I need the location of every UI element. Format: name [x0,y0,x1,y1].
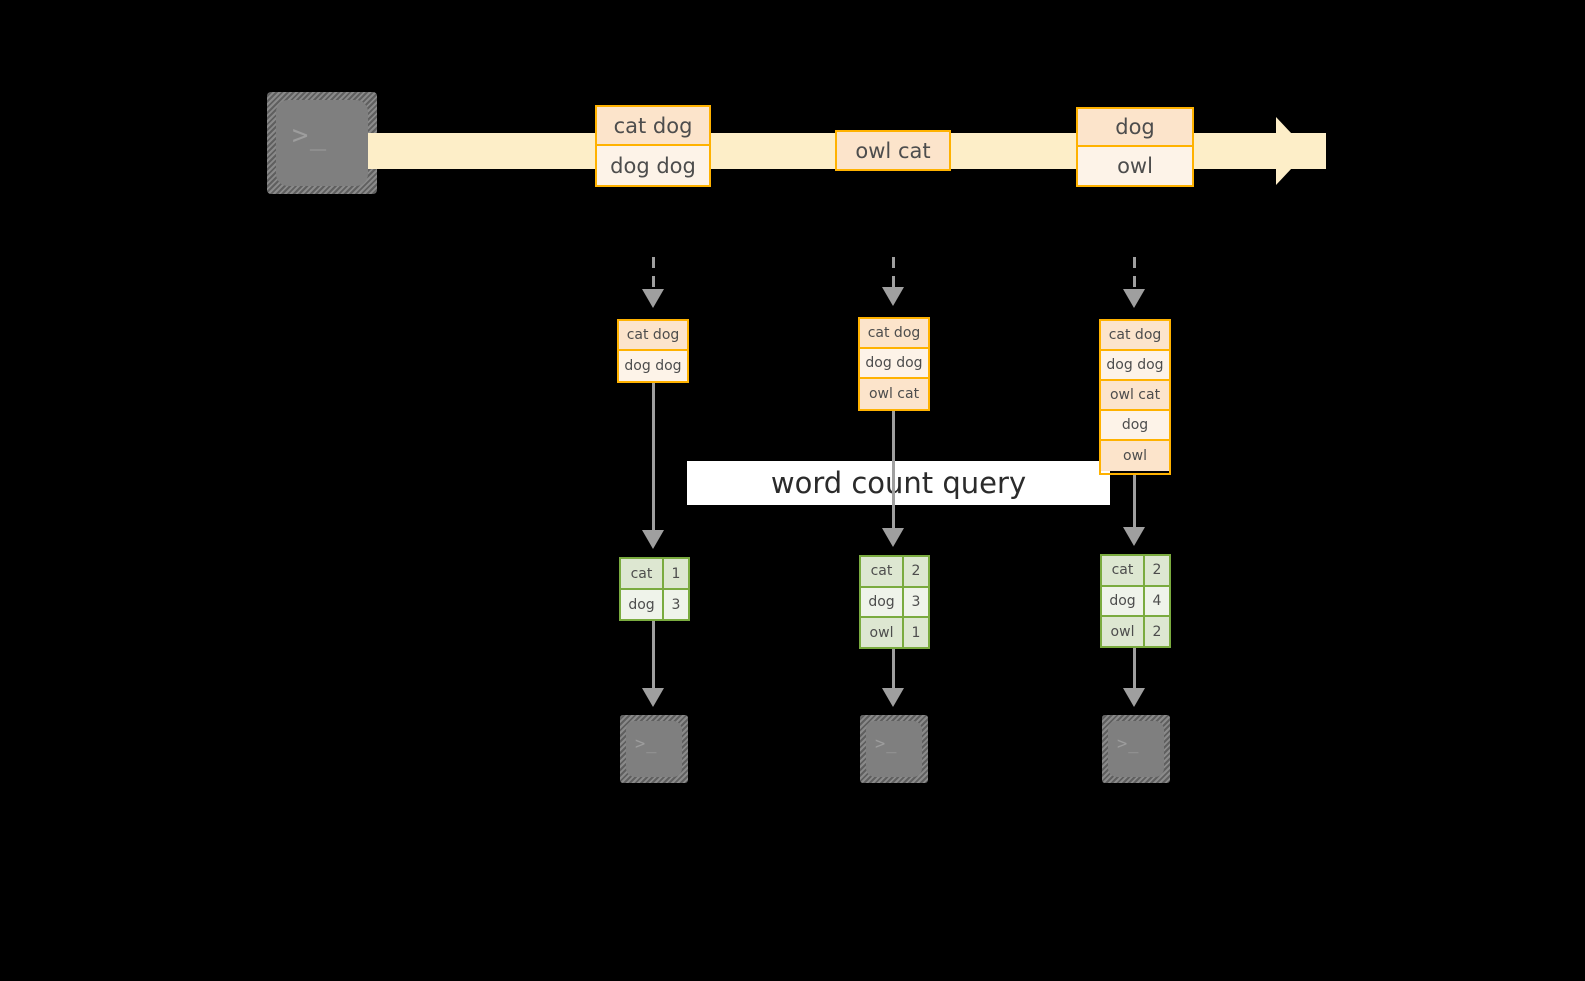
query-label: word count query [687,461,1110,505]
snapshot-t1-stream-tap-line [652,257,655,292]
input-row: dog dog [619,351,687,381]
input-row: owl cat [1101,381,1169,411]
result-count: 2 [1145,617,1169,647]
snapshot-t3-sink-line [1133,648,1136,691]
result-row: dog 3 [621,590,688,619]
result-count: 3 [904,587,928,617]
input-row: owl [1101,441,1169,471]
sink-terminal-body: >_ [626,721,682,777]
snapshot-t2-sink-terminal-icon: >_ [860,715,928,783]
result-row: dog 3 [861,587,928,619]
input-row: owl cat [860,379,928,409]
snapshot-t1-input-table: cat dog dog dog [617,319,689,383]
result-count: 3 [664,590,688,619]
snapshot-t3-sink-terminal-icon: >_ [1102,715,1170,783]
snapshot-t2-input-table: cat dog dog dog owl cat [858,317,930,411]
snapshot-t3-result-table: cat 2 dog 4 owl 2 [1100,554,1171,648]
snapshot-t3-sink-arrowhead [1123,688,1145,707]
snapshot-t1-result-table: cat 1 dog 3 [619,557,690,621]
result-row: cat 2 [861,557,928,588]
snapshot-t2-query-line [892,411,895,531]
result-row: cat 1 [621,559,688,590]
stream-event-group-3: dog owl [1076,107,1194,187]
source-terminal-body: >_ [276,100,368,186]
snapshot-t3-stream-tap-line [1133,257,1136,292]
source-terminal-prompt-glyph: >_ [292,119,328,151]
result-row: owl 2 [1102,617,1169,647]
input-row: cat dog [619,321,687,351]
input-row: dog dog [1101,351,1169,381]
sink-terminal-body: >_ [1108,721,1164,777]
stream-event-group-1: cat dog dog dog [595,105,711,187]
snapshot-t1-query-line [652,383,655,533]
sink-terminal-prompt-glyph: >_ [635,733,658,754]
stream-event-cell: owl [1078,147,1192,185]
result-count: 2 [1145,556,1169,585]
snapshot-t1-query-arrowhead [642,530,664,549]
result-word: cat [861,557,904,586]
snapshot-t2-result-table: cat 2 dog 3 owl 1 [859,555,930,649]
result-word: dog [861,587,904,617]
snapshot-t2-sink-line [892,649,895,691]
snapshot-t3-stream-tap-arrowhead [1123,289,1145,308]
result-word: dog [621,590,664,619]
result-count: 4 [1145,586,1169,616]
input-row: cat dog [1101,321,1169,351]
stream-event-cell: owl cat [837,132,949,169]
result-count: 2 [904,557,928,586]
source-terminal-icon: >_ [267,92,377,194]
snapshot-t2-stream-tap-line [892,257,895,290]
snapshot-t3-query-arrowhead [1123,527,1145,546]
input-row: dog dog [860,349,928,379]
snapshot-t1-sink-line [652,621,655,691]
stream-event-cell: cat dog [597,107,709,146]
snapshot-t2-sink-arrowhead [882,688,904,707]
snapshot-t1-stream-tap-arrowhead [642,289,664,308]
result-count: 1 [904,618,928,648]
snapshot-t3-query-line [1133,475,1136,530]
result-word: owl [861,618,904,648]
result-word: owl [1102,617,1145,647]
result-word: dog [1102,586,1145,616]
stream-event-cell: dog [1078,109,1192,147]
result-count: 1 [664,559,688,588]
result-word: cat [621,559,664,588]
snapshot-t1-sink-terminal-icon: >_ [620,715,688,783]
result-row: owl 1 [861,618,928,648]
input-row: cat dog [860,319,928,349]
stream-event-cell: dog dog [597,146,709,185]
sink-terminal-body: >_ [866,721,922,777]
stream-arrow-head-icon [1276,117,1308,185]
snapshot-t2-stream-tap-arrowhead [882,287,904,306]
snapshot-t1-sink-arrowhead [642,688,664,707]
result-row: dog 4 [1102,586,1169,618]
result-row: cat 2 [1102,556,1169,587]
sink-terminal-prompt-glyph: >_ [875,733,898,754]
result-word: cat [1102,556,1145,585]
sink-terminal-prompt-glyph: >_ [1117,733,1140,754]
input-row: dog [1101,411,1169,441]
snapshot-t3-input-table: cat dog dog dog owl cat dog owl [1099,319,1171,475]
snapshot-t2-query-arrowhead [882,528,904,547]
stream-event-group-2: owl cat [835,130,951,171]
